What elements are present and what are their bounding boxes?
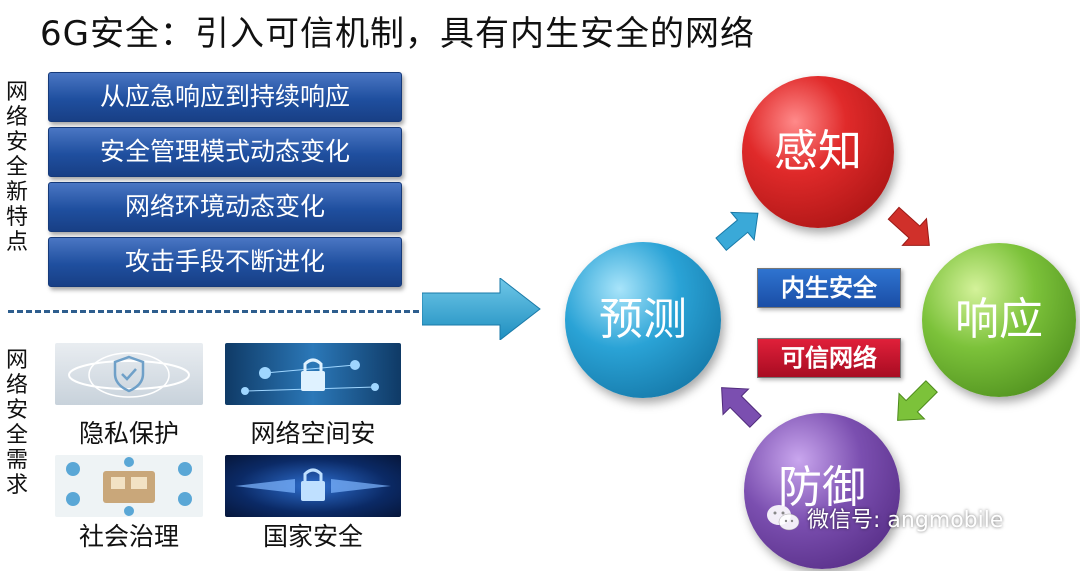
watermark: 微信号: angmobile	[765, 502, 1003, 534]
features-section-label: 网络安全新特点	[5, 80, 28, 255]
big-right-arrow-icon	[422, 278, 541, 340]
node-sense: 感知	[742, 76, 894, 228]
cycle-arrows	[715, 206, 938, 428]
feature-item-3: 网络环境动态变化	[48, 182, 402, 232]
arrow-predict-to-sense-icon	[715, 211, 759, 251]
cyberspace-image	[225, 343, 401, 405]
feature-item-4: 攻击手段不断进化	[48, 237, 402, 287]
tag-endogenous-security: 内生安全	[757, 268, 901, 308]
privacy-image	[55, 343, 203, 405]
arrow-defend-to-predict-icon	[721, 387, 762, 428]
requirement-label-privacy: 隐私保护	[78, 419, 179, 448]
requirement-label-cyberspace: 网络空间安	[250, 419, 376, 448]
tag-trusted-network: 可信网络	[757, 338, 901, 378]
feature-item-2: 安全管理模式动态变化	[48, 127, 402, 177]
requirement-label-national: 国家安全	[262, 522, 363, 551]
watermark-text: 微信号: angmobile	[807, 508, 1004, 533]
national-security-image	[225, 455, 401, 517]
node-respond: 响应	[922, 243, 1076, 397]
requirement-label-social: 社会治理	[78, 522, 179, 551]
arrow-sense-to-respond-icon	[887, 206, 930, 246]
arrow-respond-to-defend-icon	[897, 380, 938, 421]
requirements-section-label: 网络安全需求	[5, 348, 28, 498]
node-defend: 防御	[744, 413, 900, 569]
page-title: 6G安全：引入可信机制，具有内生安全的网络	[40, 14, 755, 54]
social-governance-image	[55, 455, 203, 517]
wechat-icon	[767, 505, 800, 531]
section-divider	[8, 310, 428, 313]
node-predict: 预测	[565, 242, 721, 398]
feature-item-1: 从应急响应到持续响应	[48, 72, 402, 122]
